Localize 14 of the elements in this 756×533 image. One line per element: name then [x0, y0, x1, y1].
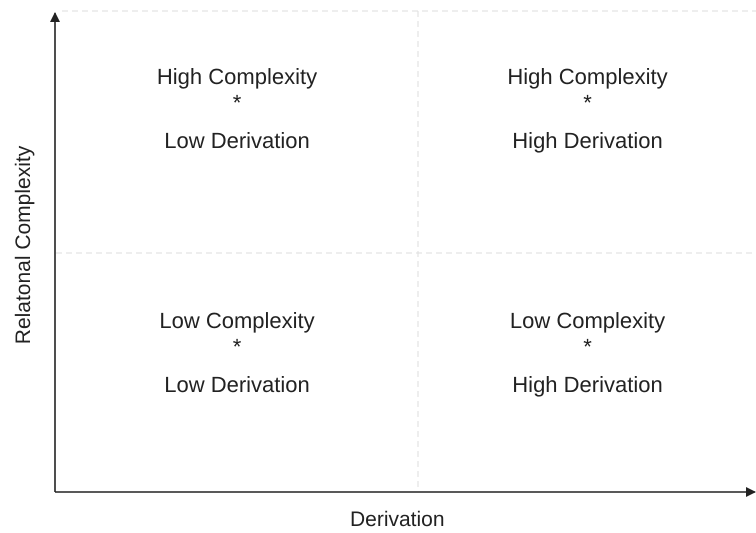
quadrant-label: Low Complexity: [510, 308, 666, 334]
y-axis-title: Relatonal Complexity: [12, 146, 36, 344]
asterisk: *: [232, 334, 242, 360]
quadrant-label: High Complexity: [156, 64, 318, 90]
x-axis-title: Derivation: [350, 508, 445, 532]
asterisk: *: [583, 90, 592, 116]
quadrant-label: Low Complexity: [159, 308, 315, 334]
quadrant-label: Low Derivation: [164, 128, 310, 154]
asterisk: *: [583, 334, 592, 360]
quadrant-label: High Complexity: [507, 64, 668, 90]
quadrant-label: High Derivation: [512, 372, 663, 398]
asterisk: *: [232, 90, 242, 116]
quadrant-label: High Derivation: [512, 128, 663, 154]
quadrant-label: Low Derivation: [164, 372, 310, 398]
